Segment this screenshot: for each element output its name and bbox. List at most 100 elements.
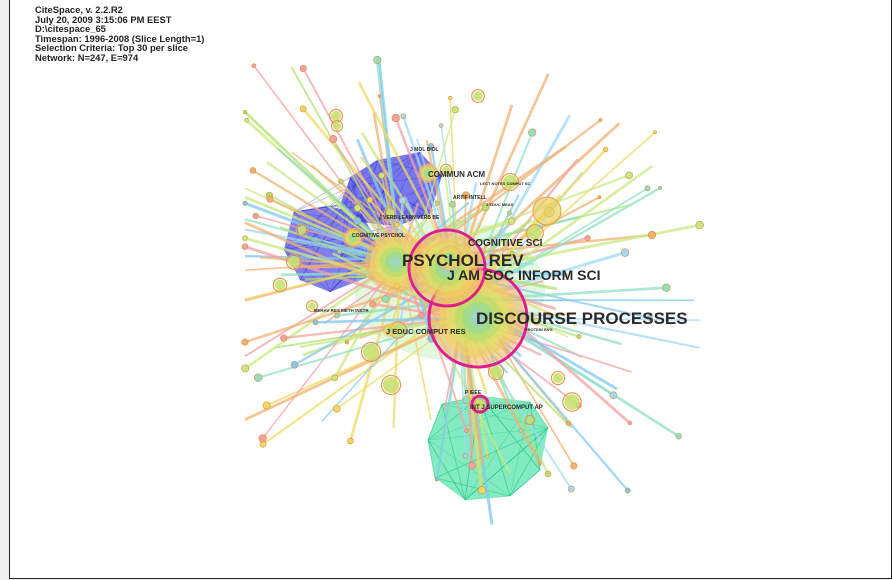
label-psychol-rev[interactable]: PSYCHOL REV [402, 251, 524, 270]
timespan: Timespan: 1996-2008 (Slice Length=1) [35, 32, 205, 44]
label-j-mol-biol[interactable]: J MOL BIOL [410, 147, 439, 153]
cluster-edge [427, 439, 466, 501]
network-node [299, 105, 307, 113]
node-discourse-processes [470, 310, 486, 326]
network-node [570, 462, 578, 470]
network-node [274, 279, 286, 291]
network-node [620, 248, 630, 257]
network-node [331, 374, 339, 382]
network-node [526, 416, 534, 424]
network-info-panel: CiteSpace, v. 2.2.R2 July 20, 2009 3:15:… [35, 5, 204, 63]
network-node [418, 312, 425, 319]
selection-criteria: Selection Criteria: Top 30 per slice [35, 42, 189, 54]
label-j-educ-meas[interactable]: J EDUC MEAS [486, 202, 514, 207]
cluster-edge [479, 395, 541, 471]
label-j-am-soc-inform-sci[interactable]: J AM SOC INFORM SCI [447, 267, 601, 283]
network-node [308, 302, 316, 310]
cluster-edge [299, 184, 356, 281]
label-behav-res-meth-instr[interactable]: BEHAV RES METH INSTR [314, 308, 369, 313]
label-cognitive-psychol[interactable]: COGNITIVE PSYCHOL [352, 233, 405, 239]
network-node [584, 234, 591, 242]
cluster-edge [509, 469, 541, 497]
cluster-edge [479, 395, 541, 471]
label-lect-notes-comput-sc[interactable]: LECT NOTES COMPUT SC [480, 181, 531, 186]
cluster-edge [434, 477, 511, 497]
cluster-edge [509, 469, 541, 497]
network-node [563, 272, 568, 278]
network-canvas[interactable]: CiteSpace, v. 2.2.R2 July 20, 2009 3:15:… [9, 0, 892, 579]
network-node [565, 420, 572, 426]
network-node [280, 334, 288, 342]
network-node [366, 196, 373, 203]
network-node [438, 123, 444, 128]
label-layer: DISCOURSE PROCESSES PSYCHOL REV J AM SOC… [314, 147, 688, 411]
network-node [662, 283, 671, 292]
burst-ring [470, 394, 490, 414]
citation-ring [550, 370, 566, 386]
network-node [532, 196, 562, 226]
cluster-edge [299, 184, 356, 281]
cluster-edge [427, 439, 436, 479]
network-edge [409, 109, 457, 266]
cluster-edge [427, 403, 443, 441]
network-node [658, 185, 663, 190]
label-commun-acm[interactable]: COMMUN ACM [428, 170, 485, 179]
network-node [241, 243, 249, 250]
network-node [441, 165, 451, 175]
network-node [383, 377, 399, 393]
network-node [576, 334, 582, 340]
network-node [627, 421, 632, 426]
label-int-j-supercomput-ap[interactable]: INT J SUPERCOMPUT AP [470, 405, 543, 411]
cluster-edge [529, 401, 549, 429]
label-j-educ-comput-res[interactable]: J EDUC COMPUT RES [386, 327, 466, 336]
burst-ring [407, 228, 487, 308]
network-size: Network: N=247, E=974 [35, 51, 139, 63]
cluster-edge [479, 395, 541, 471]
network-node [337, 248, 343, 254]
network-node [448, 95, 453, 101]
network-node [434, 477, 439, 482]
network-node [461, 191, 470, 200]
network-node [544, 470, 552, 478]
network-node [381, 295, 390, 303]
citation-ring [330, 119, 344, 133]
network-node [398, 196, 407, 205]
network-node [528, 128, 537, 137]
network-node [510, 250, 515, 256]
label-protein-eng[interactable]: PROTEIN ENG [525, 327, 553, 332]
network-node [552, 372, 564, 384]
label-discourse-processes[interactable]: DISCOURSE PROCESSES [476, 309, 688, 328]
network-node [344, 339, 350, 345]
network-node [299, 64, 307, 73]
network-node [602, 146, 609, 153]
cluster-edge [509, 469, 541, 497]
network-edge [262, 259, 401, 439]
network-edge [244, 316, 463, 421]
network-node [312, 319, 319, 326]
network-node [242, 200, 248, 206]
label-p-ieee[interactable]: P IEEE [465, 390, 482, 396]
network-node [644, 185, 651, 192]
network-node [252, 212, 259, 219]
network-node [373, 55, 382, 65]
network-node [266, 195, 274, 203]
label-cognitive-sci[interactable]: COGNITIVE SCI [468, 238, 543, 249]
network-node [428, 143, 435, 150]
network-node [502, 240, 508, 246]
cluster-edge [434, 477, 511, 497]
cocitation-network: DISCOURSE PROCESSES PSYCHOL REV J AM SOC… [241, 55, 704, 525]
citation-ring [286, 254, 302, 270]
cluster-edge [339, 189, 386, 206]
network-node [434, 200, 440, 206]
cluster-edge [349, 177, 356, 186]
cluster-edge [354, 151, 421, 186]
label-artif-intell[interactable]: ARTIF INTELL [453, 195, 487, 201]
label-j-verb-learn-verb-be[interactable]: J VERB LEARN VERB BE [379, 215, 440, 221]
node-int-j-supercomput-ap [477, 401, 483, 407]
network-edge [253, 65, 401, 261]
citation-ring [360, 341, 382, 363]
network-node [567, 485, 575, 493]
network-node [503, 175, 517, 189]
cluster-edge [427, 439, 436, 479]
network-node [473, 91, 483, 101]
